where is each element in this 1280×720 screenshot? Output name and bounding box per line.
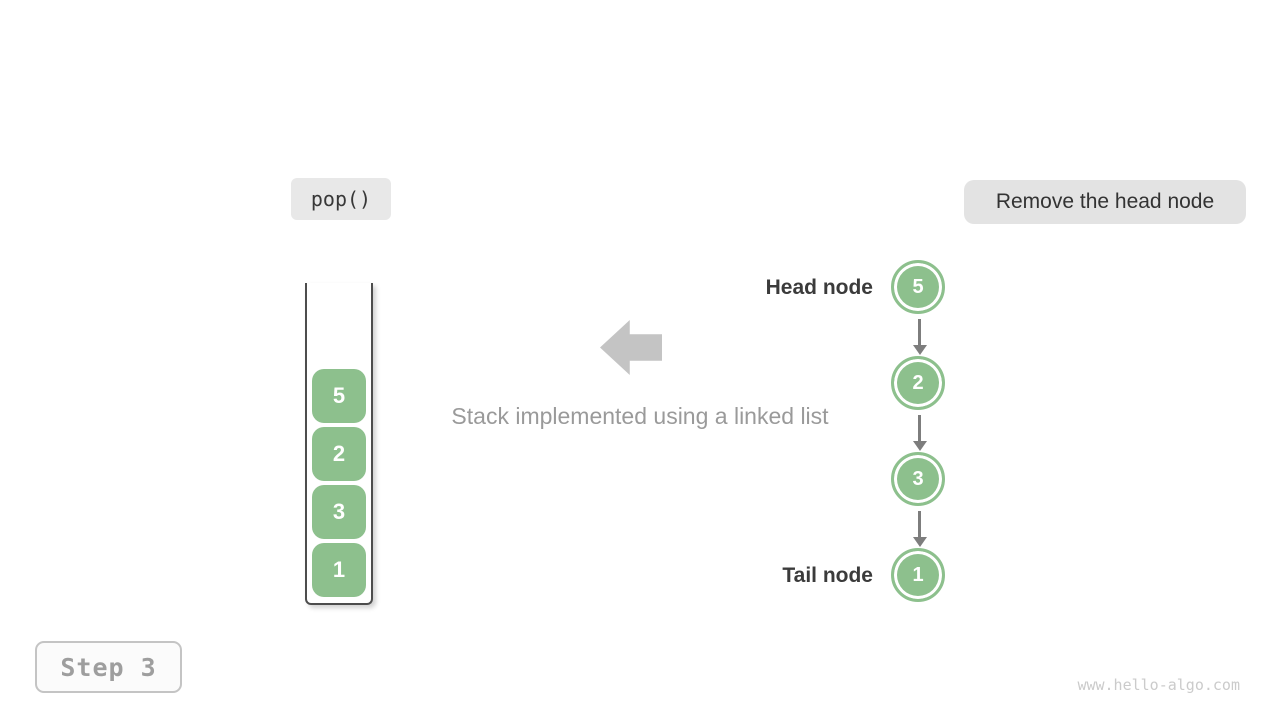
stack-block: 1 <box>312 543 366 597</box>
linked-list-node: 3 <box>891 452 945 506</box>
head-node-label: Head node <box>765 276 873 299</box>
stack-container: 5 2 3 1 <box>305 283 373 605</box>
remove-head-annotation-text: Remove the head node <box>995 190 1215 213</box>
down-arrowhead-icon <box>913 345 927 355</box>
remove-head-annotation: Remove the head node <box>964 180 1246 224</box>
down-arrowhead-icon <box>913 441 927 451</box>
pop-operation-label: pop() <box>291 178 391 220</box>
down-arrow-icon <box>918 415 921 443</box>
left-block-arrow-icon <box>600 320 662 375</box>
step-badge-text: Step 3 <box>60 652 157 682</box>
linked-list-node: 2 <box>891 356 945 410</box>
down-arrow-icon <box>918 511 921 539</box>
stack-block: 5 <box>312 369 366 423</box>
pop-operation-text: pop() <box>310 187 372 211</box>
down-arrowhead-icon <box>913 537 927 547</box>
linked-list-node: 5 <box>891 260 945 314</box>
stack-block: 2 <box>312 427 366 481</box>
down-arrow-icon <box>918 319 921 347</box>
watermark-text: www.hello-algo.com <box>1077 676 1240 694</box>
linked-list-node: 1 <box>891 548 945 602</box>
step-badge: Step 3 <box>35 641 182 693</box>
tail-node-label: Tail node <box>782 564 873 587</box>
figure-caption: Stack implemented using a linked list <box>451 403 829 429</box>
stack-block: 3 <box>312 485 366 539</box>
